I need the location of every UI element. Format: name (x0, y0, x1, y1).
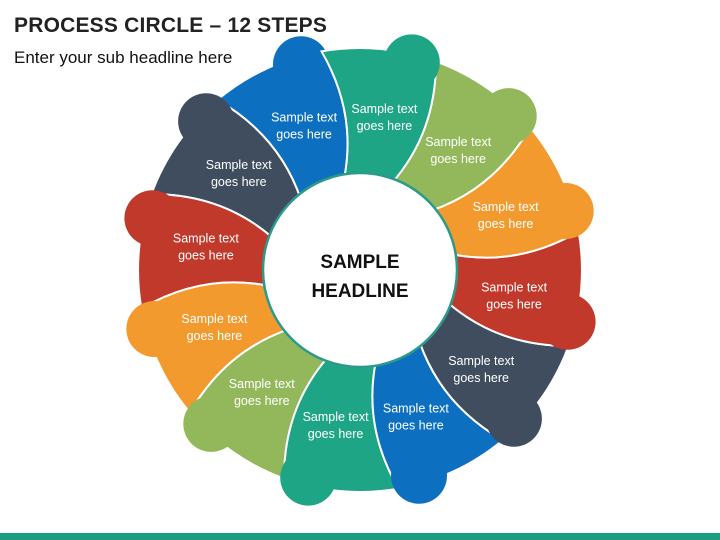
page-subtitle: Enter your sub headline here (14, 48, 233, 67)
segment-9-label-line1: Sample text (181, 312, 248, 326)
segment-9-label-line2: goes here (187, 329, 243, 343)
segment-3-label-line1: Sample text (473, 200, 540, 214)
segment-8-label-line1: Sample text (229, 377, 296, 391)
segment-10-label-line1: Sample text (173, 232, 240, 246)
segment-5-label-line2: goes here (453, 371, 509, 385)
segment-10-tab (124, 190, 181, 247)
segment-11-label-line2: goes here (211, 175, 267, 189)
segment-2-tab (480, 88, 537, 145)
segment-12-label-line2: goes here (276, 127, 332, 141)
segment-3-label-line2: goes here (478, 217, 534, 231)
segment-5-tab (485, 390, 542, 447)
segment-9-tab (126, 301, 183, 357)
segment-8-tab (183, 395, 240, 452)
bottom-accent-bar (0, 533, 720, 540)
segment-4-label-line1: Sample text (481, 280, 548, 294)
segment-10-label-line2: goes here (178, 249, 234, 263)
segment-8-label-line2: goes here (234, 394, 290, 408)
segment-11-tab (178, 93, 235, 150)
segment-7-label-line2: goes here (308, 427, 364, 441)
segment-7-label-line1: Sample text (303, 410, 370, 424)
segment-12-label-line1: Sample text (271, 110, 338, 124)
segment-6-label-line2: goes here (388, 419, 444, 433)
segment-12-tab (273, 36, 329, 93)
segment-6-tab (391, 447, 447, 504)
center-circle (261, 171, 459, 369)
page-title: PROCESS CIRCLE – 12 STEPS (14, 14, 328, 37)
segment-6-label-line1: Sample text (383, 402, 450, 416)
segment-5-label-line1: Sample text (448, 354, 515, 368)
center-headline-line1: SAMPLE (320, 252, 399, 273)
segment-4-label-line2: goes here (486, 297, 542, 311)
segment-3-tab (537, 183, 594, 239)
center-headline-line2: HEADLINE (311, 281, 408, 302)
segment-4-tab (539, 293, 596, 350)
segment-1-label-line2: goes here (357, 119, 413, 133)
segment-2-label-line1: Sample text (425, 135, 492, 149)
segment-7-tab (280, 449, 337, 506)
segment-1-tab (383, 34, 440, 91)
process-segments (124, 34, 596, 506)
segment-11-label-line1: Sample text (206, 158, 273, 172)
segment-2-label-line2: goes here (430, 152, 486, 166)
segment-1-label-line1: Sample text (351, 102, 418, 116)
